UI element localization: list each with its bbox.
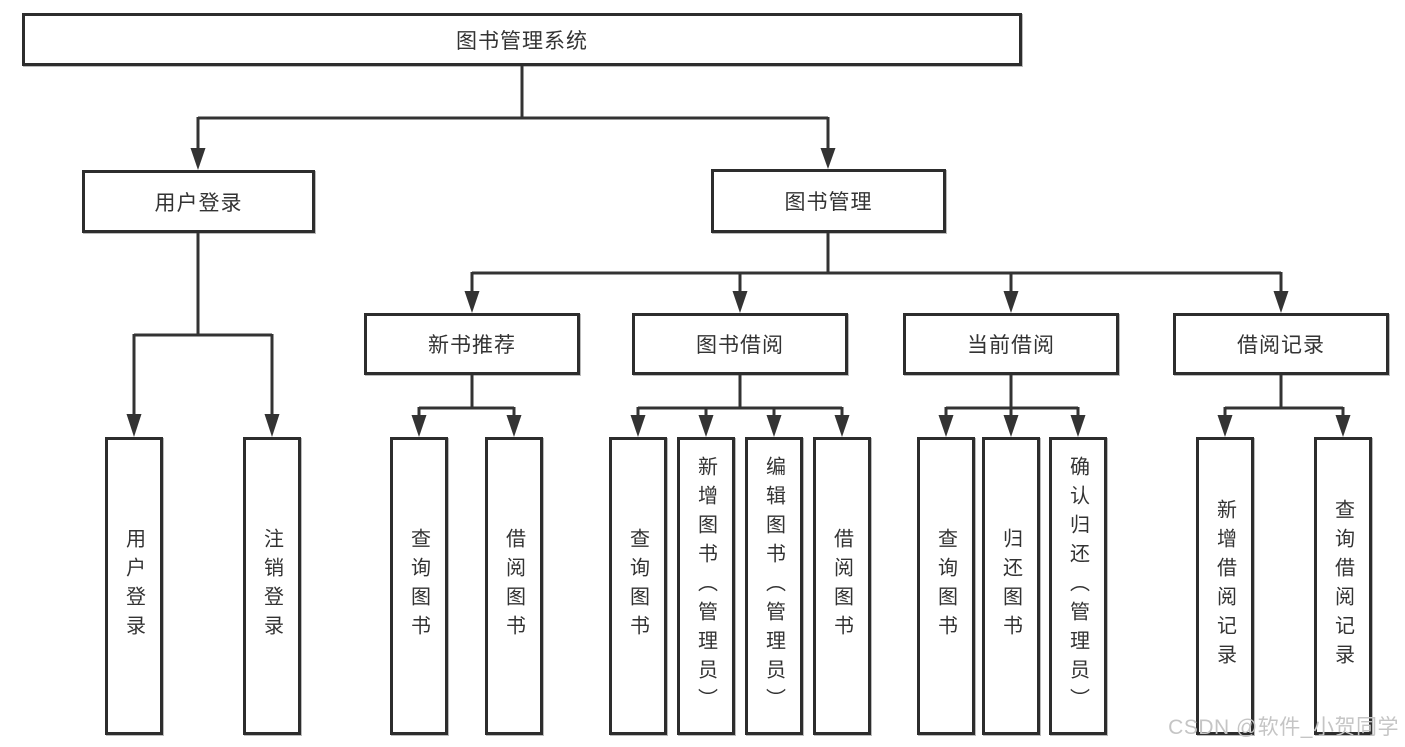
leaf-query-books-borrow: 查询图书 [609,437,667,735]
leaf-borrow-books-2: 借阅图书 [813,437,871,735]
leaf-logout: 注销登录 [243,437,301,735]
leaf-label: 确认归还（管理员） [1066,455,1089,717]
leaf-label: 编辑图书（管理员） [762,455,785,717]
leaf-label: 借阅图书 [830,528,853,644]
leaf-label: 查询图书 [407,528,430,644]
node-label: 图书借阅 [696,334,784,357]
leaf-user-login: 用户登录 [105,437,163,735]
leaf-return-books: 归还图书 [982,437,1040,735]
leaf-borrow-books: 借阅图书 [485,437,543,735]
leaf-label: 新增图书（管理员） [694,455,717,717]
node-label: 用户登录 [154,191,243,215]
node-library-management-system: 图书管理系统 [22,13,1022,66]
leaf-query-books-current: 查询图书 [917,437,975,735]
node-label: 借阅记录 [1237,334,1325,357]
node-book-management: 图书管理 [711,169,946,233]
leaf-label: 借阅图书 [502,528,525,644]
node-label: 图书管理 [784,191,873,214]
leaf-label: 归还图书 [999,528,1022,644]
csdn-watermark: CSDN @软件_小贺同学 [1168,716,1399,739]
node-current-borrowing: 当前借阅 [903,313,1119,375]
leaf-label: 查询图书 [934,528,957,644]
node-label: 图书管理系统 [456,29,588,53]
leaf-label: 用户登录 [122,528,145,644]
leaf-query-books: 查询图书 [390,437,448,735]
node-label: 新书推荐 [428,334,516,357]
node-new-book-recommendation: 新书推荐 [364,313,580,375]
leaf-add-books-admin: 新增图书（管理员） [677,437,735,735]
leaf-query-borrow-record: 查询借阅记录 [1314,437,1372,735]
leaf-label: 注销登录 [260,528,283,644]
leaf-add-borrow-record: 新增借阅记录 [1196,437,1254,735]
node-book-borrowing: 图书借阅 [632,313,848,375]
node-label: 当前借阅 [967,334,1055,357]
leaf-label: 新增借阅记录 [1213,499,1236,673]
leaf-confirm-return-admin: 确认归还（管理员） [1049,437,1107,735]
leaf-edit-books-admin: 编辑图书（管理员） [745,437,803,735]
leaf-label: 查询借阅记录 [1331,499,1354,673]
node-user-login: 用户登录 [82,170,315,233]
leaf-label: 查询图书 [626,528,649,644]
node-borrowing-records: 借阅记录 [1173,313,1389,375]
